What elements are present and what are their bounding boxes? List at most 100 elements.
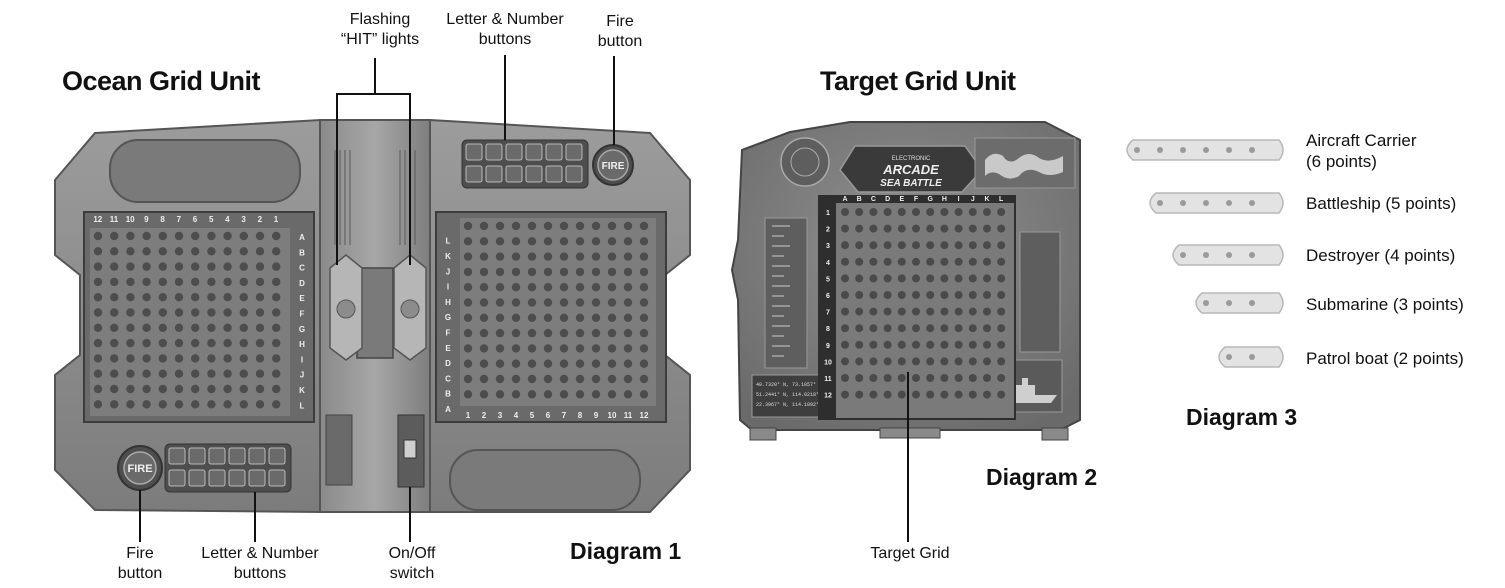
grid-peg-hole[interactable] — [639, 237, 649, 246]
grid-peg-hole[interactable] — [623, 359, 633, 368]
grid-peg-hole[interactable] — [543, 328, 553, 338]
target-peg-hole[interactable] — [897, 208, 906, 216]
grid-peg-hole[interactable] — [495, 283, 505, 292]
grid-peg-hole[interactable] — [272, 369, 281, 378]
target-peg-hole[interactable] — [883, 357, 892, 366]
grid-peg-hole[interactable] — [639, 359, 649, 368]
grid-peg-hole[interactable] — [191, 354, 200, 363]
grid-peg-hole[interactable] — [527, 313, 537, 322]
target-peg-hole[interactable] — [940, 340, 949, 349]
target-peg-hole[interactable] — [954, 241, 963, 250]
ship-aircraft-carrier[interactable] — [1126, 139, 1284, 161]
grid-peg-hole[interactable] — [495, 313, 505, 322]
target-peg-hole[interactable] — [997, 390, 1006, 399]
keypad-button[interactable] — [525, 143, 543, 161]
target-peg-hole[interactable] — [954, 390, 963, 399]
target-peg-hole[interactable] — [841, 324, 849, 333]
grid-peg-hole[interactable] — [543, 267, 553, 277]
grid-peg-hole[interactable] — [607, 328, 617, 338]
keypad-button[interactable] — [188, 469, 206, 487]
grid-peg-hole[interactable] — [126, 323, 135, 332]
target-peg-hole[interactable] — [968, 307, 977, 316]
grid-peg-hole[interactable] — [607, 390, 617, 399]
grid-peg-hole[interactable] — [239, 354, 248, 363]
grid-peg-hole[interactable] — [126, 354, 135, 363]
grid-peg-hole[interactable] — [463, 374, 473, 384]
target-peg-hole[interactable] — [841, 357, 849, 366]
grid-peg-hole[interactable] — [495, 221, 505, 231]
grid-peg-hole[interactable] — [559, 328, 569, 338]
grid-peg-hole[interactable] — [511, 221, 521, 231]
target-peg-hole[interactable] — [940, 374, 949, 382]
grid-peg-hole[interactable] — [623, 252, 633, 261]
grid-peg-hole[interactable] — [479, 252, 489, 261]
keypad-button[interactable] — [565, 165, 583, 183]
grid-peg-hole[interactable] — [272, 338, 281, 348]
grid-peg-hole[interactable] — [591, 283, 601, 292]
grid-peg-hole[interactable] — [255, 247, 265, 256]
target-peg-hole[interactable] — [883, 257, 892, 266]
target-peg-hole[interactable] — [869, 208, 878, 216]
grid-peg-hole[interactable] — [479, 359, 489, 368]
grid-peg-hole[interactable] — [255, 323, 265, 332]
target-peg-hole[interactable] — [883, 307, 892, 316]
grid-peg-hole[interactable] — [110, 277, 119, 287]
grid-peg-hole[interactable] — [607, 313, 617, 322]
grid-peg-hole[interactable] — [272, 231, 281, 241]
keypad-button[interactable] — [228, 447, 246, 465]
grid-peg-hole[interactable] — [591, 374, 601, 384]
grid-peg-hole[interactable] — [559, 237, 569, 246]
keypad-button[interactable] — [188, 447, 206, 465]
grid-peg-hole[interactable] — [142, 293, 151, 302]
grid-peg-hole[interactable] — [527, 298, 537, 307]
target-peg-hole[interactable] — [912, 340, 920, 349]
grid-peg-hole[interactable] — [479, 283, 489, 292]
grid-peg-hole[interactable] — [527, 344, 537, 353]
grid-peg-hole[interactable] — [479, 298, 489, 307]
grid-peg-hole[interactable] — [607, 283, 617, 292]
grid-peg-hole[interactable] — [255, 231, 265, 241]
grid-peg-hole[interactable] — [110, 384, 119, 394]
grid-peg-hole[interactable] — [639, 390, 649, 399]
fire-button-top[interactable]: FIRE — [592, 144, 634, 186]
grid-peg-hole[interactable] — [272, 262, 281, 271]
grid-peg-hole[interactable] — [543, 283, 553, 292]
grid-peg-hole[interactable] — [255, 308, 265, 317]
grid-peg-hole[interactable] — [191, 338, 200, 348]
grid-peg-hole[interactable] — [110, 354, 119, 363]
grid-peg-hole[interactable] — [110, 400, 119, 409]
grid-peg-hole[interactable] — [207, 323, 216, 332]
target-peg-hole[interactable] — [954, 307, 963, 316]
grid-peg-hole[interactable] — [142, 400, 151, 409]
grid-peg-hole[interactable] — [174, 262, 184, 271]
target-peg-hole[interactable] — [968, 357, 977, 366]
grid-peg-hole[interactable] — [607, 374, 617, 384]
grid-peg-hole[interactable] — [543, 374, 553, 384]
grid-peg-hole[interactable] — [174, 247, 184, 256]
grid-peg-hole[interactable] — [591, 328, 601, 338]
grid-peg-hole[interactable] — [174, 308, 184, 317]
target-peg-hole[interactable] — [926, 274, 935, 283]
keypad-button[interactable] — [505, 143, 523, 161]
grid-peg-hole[interactable] — [463, 359, 473, 368]
target-peg-hole[interactable] — [897, 257, 906, 266]
grid-peg-hole[interactable] — [511, 359, 521, 368]
grid-peg-hole[interactable] — [495, 298, 505, 307]
target-peg-hole[interactable] — [869, 241, 878, 250]
grid-peg-hole[interactable] — [623, 237, 633, 246]
grid-peg-hole[interactable] — [207, 293, 216, 302]
grid-peg-hole[interactable] — [223, 400, 232, 409]
grid-peg-hole[interactable] — [559, 283, 569, 292]
target-peg-hole[interactable] — [983, 357, 991, 366]
grid-peg-hole[interactable] — [158, 262, 167, 271]
grid-peg-hole[interactable] — [559, 298, 569, 307]
target-peg-hole[interactable] — [926, 340, 935, 349]
grid-peg-hole[interactable] — [174, 384, 184, 394]
target-peg-hole[interactable] — [912, 324, 920, 333]
target-peg-hole[interactable] — [983, 390, 991, 399]
grid-peg-hole[interactable] — [639, 344, 649, 353]
grid-peg-hole[interactable] — [543, 237, 553, 246]
grid-peg-hole[interactable] — [639, 328, 649, 338]
grid-peg-hole[interactable] — [511, 237, 521, 246]
target-peg-hole[interactable] — [897, 291, 906, 299]
